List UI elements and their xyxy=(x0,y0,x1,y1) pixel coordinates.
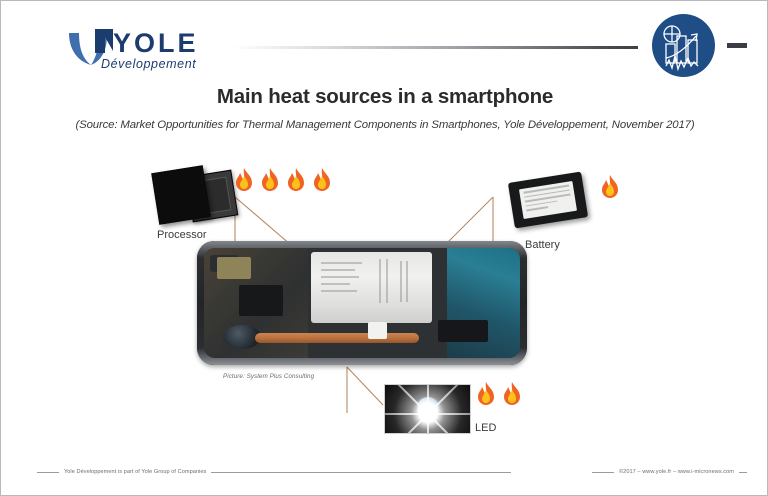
footer-rule-right-lead xyxy=(592,471,615,473)
flame-icon xyxy=(314,168,330,191)
footer-rule-mid xyxy=(211,471,512,473)
led-label: LED xyxy=(475,422,497,434)
footer-text-left: Yole Développement is part of Yole Group… xyxy=(64,469,207,475)
photo-credit-caption: Picture: System Plus Consulting xyxy=(223,373,315,380)
led-flame-icons xyxy=(475,381,523,407)
flame-icon xyxy=(288,168,304,191)
flame-icon xyxy=(602,175,618,198)
slide-footer: Yole Développement is part of Yole Group… xyxy=(1,469,767,481)
flame-icon xyxy=(236,168,252,191)
battery-flame-icons xyxy=(599,174,621,200)
battery-image xyxy=(507,171,589,229)
badge-dash-accent xyxy=(727,43,747,48)
footer-rule-left xyxy=(37,471,59,473)
led-image xyxy=(384,384,471,434)
smartphone-teardown-photo xyxy=(197,241,527,365)
flame-icon xyxy=(504,382,520,405)
yole-chart-badge-icon xyxy=(652,14,715,77)
footer-text-right: ©2017 – www.yole.fr – www.i-micronews.co… xyxy=(619,469,734,475)
processor-chip-image xyxy=(151,165,243,229)
page-subtitle: (Source: Market Opportunities for Therma… xyxy=(75,119,695,131)
flame-icon xyxy=(478,382,494,405)
flame-icon xyxy=(262,168,278,191)
processor-label: Processor xyxy=(157,229,207,241)
yole-logo: YOLE Développement xyxy=(61,19,211,77)
header-divider-rule xyxy=(206,46,638,49)
battery-label: Battery xyxy=(525,239,560,251)
footer-rule-right-tail xyxy=(739,471,747,473)
logo-wordmark: YOLE xyxy=(113,28,199,58)
page-title: Main heat sources in a smartphone xyxy=(216,85,554,108)
logo-tagline: Développement xyxy=(101,57,196,71)
processor-flame-icons xyxy=(233,167,333,193)
